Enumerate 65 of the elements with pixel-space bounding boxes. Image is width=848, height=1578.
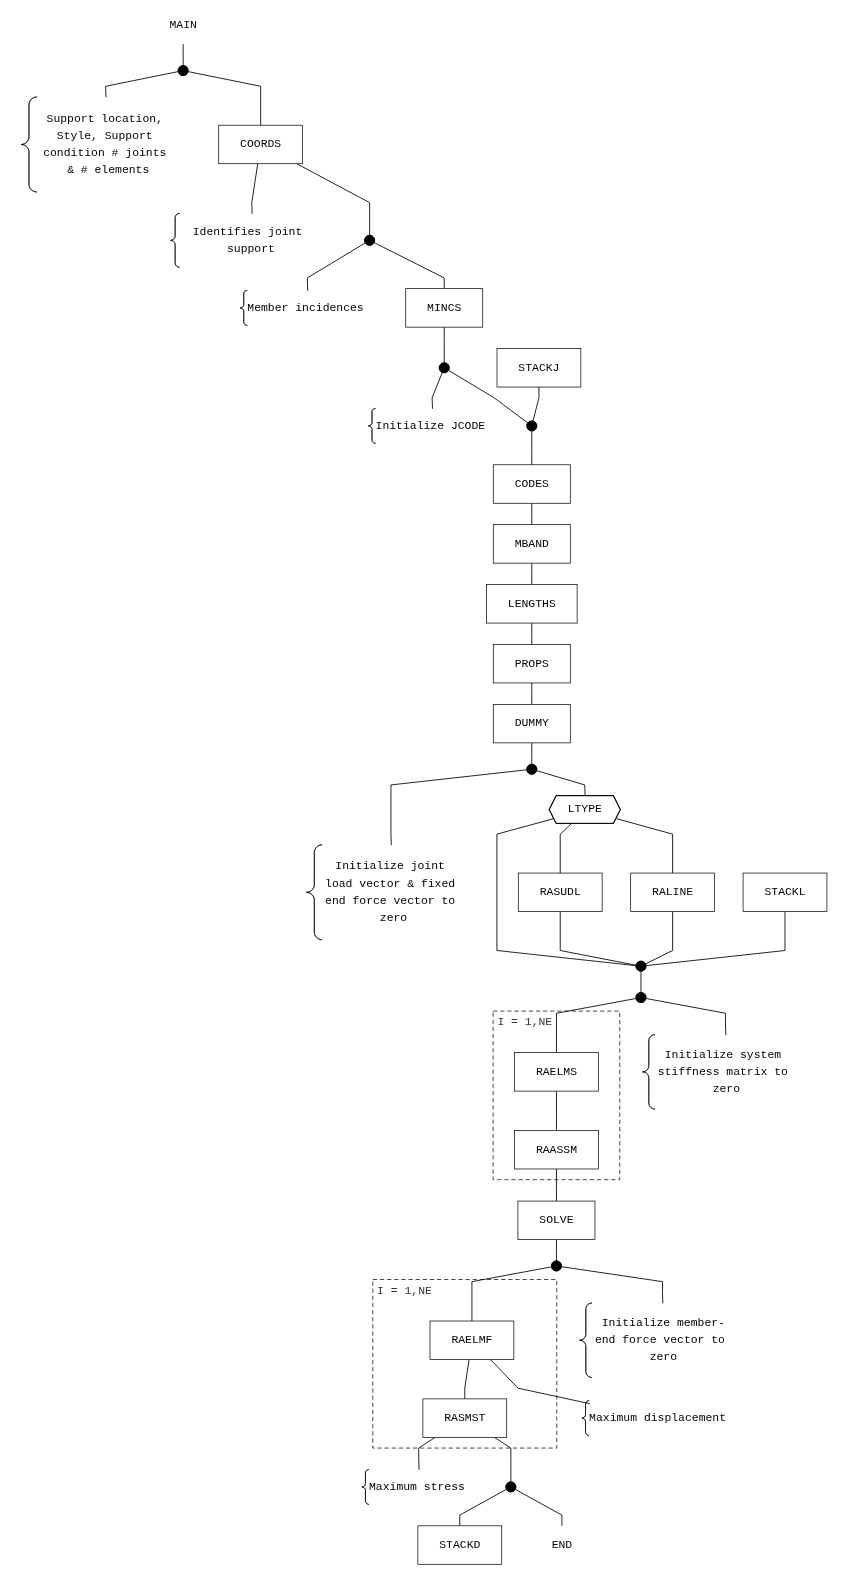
connector xyxy=(531,622,533,645)
node-box: STACKD xyxy=(417,1525,503,1565)
node-box: SOLVE xyxy=(517,1200,596,1240)
node-box: DUMMY xyxy=(492,704,571,744)
node-text: Identifies joint support xyxy=(192,225,303,256)
node-box: LENGTHS xyxy=(486,584,578,624)
connector xyxy=(490,1359,591,1405)
connector xyxy=(448,369,529,424)
node-box: CODES xyxy=(492,464,571,504)
connector xyxy=(536,770,586,797)
node-box: RALINE xyxy=(630,872,715,912)
connector xyxy=(531,430,533,466)
node-text: END xyxy=(551,1538,573,1552)
connector xyxy=(559,823,572,874)
connector xyxy=(531,502,533,526)
node-text: Member incidences xyxy=(247,301,364,315)
connector xyxy=(390,769,528,846)
connector xyxy=(514,1488,563,1527)
node-box: STACKL xyxy=(742,872,828,912)
connector xyxy=(560,1266,664,1304)
connector xyxy=(471,1266,552,1322)
connector xyxy=(373,242,445,290)
node-box: RASUDL xyxy=(517,872,603,912)
connector xyxy=(182,43,184,67)
connector xyxy=(531,742,533,765)
node-box: MBAND xyxy=(492,524,571,564)
node-box: RASMST xyxy=(422,1398,508,1438)
node-text: Initialize member-end force vector to zero xyxy=(594,1316,725,1364)
connector xyxy=(531,562,533,585)
node-box: RAELMF xyxy=(429,1320,515,1360)
node-text: Initialize joint load vector & fixed end force vector to zero xyxy=(325,860,456,925)
connector xyxy=(431,372,443,410)
node-box: RAASSM xyxy=(514,1130,599,1170)
connector xyxy=(496,818,637,967)
node-text: Support location, Style, Support condition # joints & # elements xyxy=(43,112,167,177)
connector xyxy=(105,71,179,98)
connector xyxy=(556,1168,557,1202)
connector xyxy=(187,71,262,126)
connector xyxy=(645,998,727,1036)
connector xyxy=(556,1090,557,1131)
node-box: MINCS xyxy=(405,288,484,328)
node-box: PROPS xyxy=(492,644,571,684)
connector xyxy=(531,682,533,705)
node-text: Initialize system stiffness matrix to zero xyxy=(657,1048,788,1096)
node-box: COORDS xyxy=(218,124,303,165)
node-text: Initialize JCODE xyxy=(375,419,486,433)
connector xyxy=(251,163,259,215)
connector xyxy=(306,242,366,292)
connector xyxy=(556,1239,557,1262)
connector xyxy=(418,1436,436,1471)
connector xyxy=(443,326,445,364)
connector xyxy=(296,163,371,236)
connector xyxy=(559,911,637,966)
connector xyxy=(464,1359,470,1400)
node-text: Maximum stress xyxy=(369,1480,465,1494)
connector xyxy=(493,1436,512,1483)
connector xyxy=(459,1488,507,1527)
connector xyxy=(556,998,637,1054)
node-text: MAIN xyxy=(169,18,197,32)
node-box: STACKJ xyxy=(496,348,582,388)
node-text: Maximum displacement xyxy=(589,1411,727,1425)
connector xyxy=(645,911,786,967)
node-box: RAELMS xyxy=(514,1052,599,1092)
connector xyxy=(640,970,642,993)
connector xyxy=(532,386,540,422)
